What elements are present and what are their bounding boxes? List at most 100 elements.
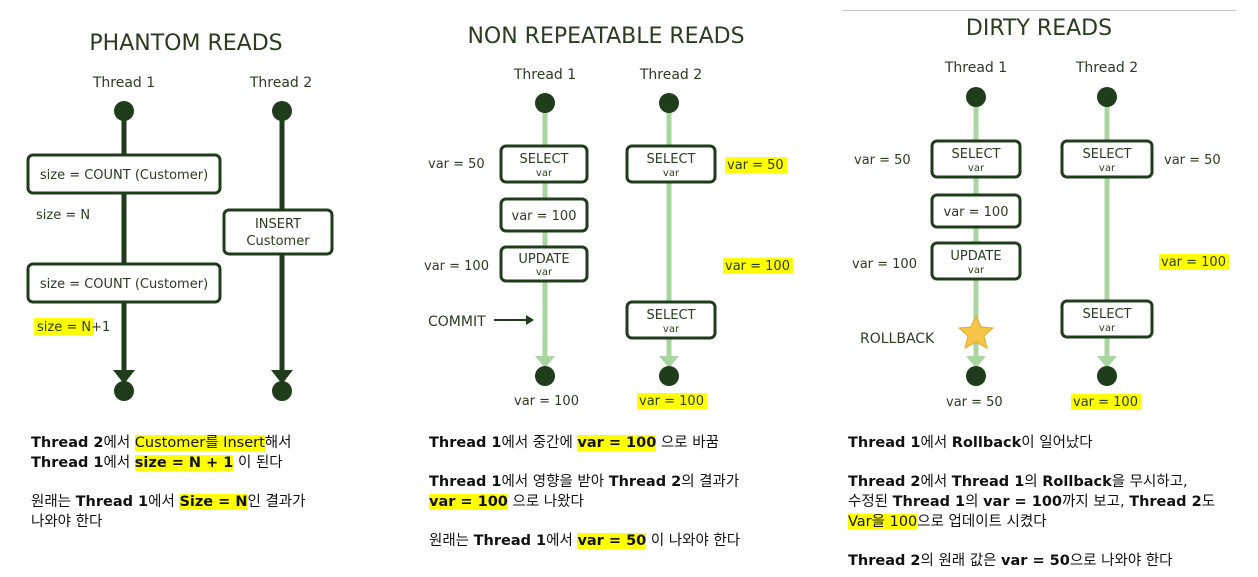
- dirty-t2-var100: var = 100: [1161, 255, 1226, 270]
- note-text: 해서: [264, 435, 292, 451]
- dirty-t1-update-var: var: [968, 265, 985, 276]
- note-highlight: Var을 100: [848, 514, 918, 530]
- note-text: 에서 중간에: [501, 435, 578, 451]
- dirty-notes: Thread 1에서 Rollback이 일어났다 Thread 2에서 Thr…: [848, 433, 1215, 571]
- note-thread: Thread 1: [31, 455, 104, 471]
- dirty-t1-update-box: [930, 241, 1022, 281]
- phantom-size-n1: size = N+1: [37, 320, 110, 335]
- nonrepeat-t2-select-var-1: var: [663, 168, 680, 179]
- phantom-thread2-label: Thread 2: [249, 75, 312, 91]
- note-highlight: Size = N: [179, 494, 248, 510]
- dirty-reads-panel: DIRTY READS Thread 1 Thread 2 SELECT var…: [840, 0, 1258, 577]
- nonrepeat-t2-var100: var = 100: [725, 259, 790, 274]
- dirty-t1-var100: var = 100: [852, 257, 917, 272]
- note-text: 에서: [103, 455, 135, 471]
- note-thread: Thread 2: [848, 553, 921, 569]
- dirty-rollback: ROLLBACK: [860, 331, 935, 347]
- note-text: 나와야 한다: [31, 514, 103, 530]
- dirty-t2-var50: var = 50: [1164, 153, 1221, 168]
- nonrepeat-thread2-arrowhead: [659, 356, 679, 368]
- nonrepeat-t2-final: var = 100: [639, 394, 704, 409]
- note-text: 도: [1201, 494, 1216, 510]
- phantom-insert-line2: Customer: [246, 234, 310, 249]
- phantom-thread1-start: [114, 101, 134, 121]
- dirty-t1-select: SELECT: [952, 147, 1001, 162]
- dirty-reads-diagram: DIRTY READS Thread 1 Thread 2 SELECT var…: [852, 16, 1229, 410]
- note-text: 에서: [148, 494, 180, 510]
- note-text: 에서: [920, 435, 952, 451]
- dirty-t2-select-var-1: var: [1099, 163, 1116, 174]
- note-text: 의: [1024, 474, 1043, 490]
- phantom-thread1-label: Thread 1: [92, 75, 155, 91]
- nonrepeat-t1-update-var: var: [536, 267, 553, 278]
- dirty-thread1-end: [966, 366, 986, 386]
- nonrepeat-t1-select-var: var: [536, 168, 553, 179]
- note-thread: Thread 1: [429, 474, 502, 490]
- phantom-thread1-end: [114, 381, 134, 401]
- nonrepeat-t1-update: UPDATE: [518, 252, 569, 267]
- nonrepeat-thread2-start: [659, 93, 679, 113]
- note-text: 이 일어났다: [1021, 435, 1093, 451]
- nonrepeat-thread1-start: [535, 93, 555, 113]
- dirty-t2-final-highlight: [1071, 394, 1141, 410]
- note-rollback: Rollback: [951, 435, 1022, 451]
- nonrepeat-t2-select-1: SELECT: [647, 152, 696, 167]
- nonrepeat-t2-var50: var = 50: [727, 158, 784, 173]
- dirty-t1-assign: var = 100: [944, 205, 1009, 220]
- note-text: 을 무시하고,: [1111, 474, 1188, 490]
- note-text: 이 된다: [233, 455, 283, 471]
- dirty-t2-select-1: SELECT: [1083, 147, 1132, 162]
- note-thread: Thread 1: [75, 494, 149, 510]
- note-thread: Thread 1: [892, 494, 966, 510]
- dirty-t1-select-var: var: [968, 163, 985, 174]
- nonrepeat-t1-assign: var = 100: [512, 209, 577, 224]
- dirty-thread2-start: [1097, 87, 1117, 107]
- phantom-thread2-start: [272, 101, 292, 121]
- dirty-thread2-label: Thread 2: [1075, 60, 1138, 76]
- nonrepeat-t2-select-box-1: [625, 144, 717, 184]
- nonrepeat-t2-var100-highlight: [723, 258, 793, 274]
- note-text: 에서: [920, 474, 952, 490]
- nonrepeat-thread2-end: [659, 366, 679, 386]
- note-thread: Thread 1: [473, 533, 547, 549]
- dirty-t2-final: var = 100: [1073, 395, 1138, 410]
- note-thread: Thread 2: [848, 474, 921, 490]
- phantom-thread2-arrowhead: [271, 370, 293, 384]
- nonrepeat-t1-select-box: [499, 144, 589, 184]
- nonrepeat-t2-select-box-2: [625, 300, 717, 340]
- note-rollback: Rollback: [1042, 474, 1112, 490]
- note-value: var = 50: [1001, 553, 1070, 569]
- nonrepeat-thread1-end: [535, 366, 555, 386]
- phantom-size-n1-highlight: [34, 318, 94, 335]
- dirty-t1-select-box: [930, 139, 1022, 179]
- dirty-t1-assign-box: [930, 193, 1022, 229]
- note-text: 원래는: [31, 494, 76, 510]
- nonrepeat-commit-arrowhead: [526, 315, 534, 325]
- dirty-t2-select-2: SELECT: [1083, 307, 1132, 322]
- phantom-title: PHANTOM READS: [89, 31, 282, 56]
- note-value: var = 100: [983, 494, 1062, 510]
- nonrepeat-t1-var100: var = 100: [424, 259, 489, 274]
- top-divider: [843, 10, 1236, 11]
- note-text: 이 나와야 한다: [646, 533, 741, 549]
- dirty-t2-select-var-2: var: [1099, 323, 1116, 334]
- note-highlight: size = N + 1: [134, 455, 234, 471]
- phantom-insert-line1: INSERT: [255, 217, 301, 232]
- note-text: 으로 나와야 한다: [1069, 553, 1173, 569]
- dirty-t1-final: var = 50: [946, 395, 1003, 410]
- note-text: 으로 바꿈: [656, 435, 719, 451]
- note-text: 까지 보고,: [1062, 494, 1130, 510]
- phantom-thread2-end: [272, 381, 292, 401]
- note-text: 인 결과가: [247, 494, 306, 510]
- nonrepeat-t2-select-var-2: var: [663, 324, 680, 335]
- note-highlight: var = 100: [429, 494, 508, 510]
- phantom-thread1-arrowhead: [113, 370, 135, 384]
- note-text: 으로 나왔다: [507, 494, 584, 510]
- phantom-notes: Thread 2에서 Customer를 Insert해서 Thread 1에서…: [31, 433, 305, 532]
- phantom-count-text-2: size = COUNT (Customer): [40, 277, 208, 292]
- dirty-t1-update: UPDATE: [950, 249, 1001, 264]
- dirty-thread1-start: [966, 87, 986, 107]
- note-highlight: var = 100: [577, 435, 657, 451]
- phantom-reads-panel: PHANTOM READS Thread 1 Thread 2 size = C…: [0, 0, 410, 577]
- nonrepeat-thread1-label: Thread 1: [513, 67, 576, 83]
